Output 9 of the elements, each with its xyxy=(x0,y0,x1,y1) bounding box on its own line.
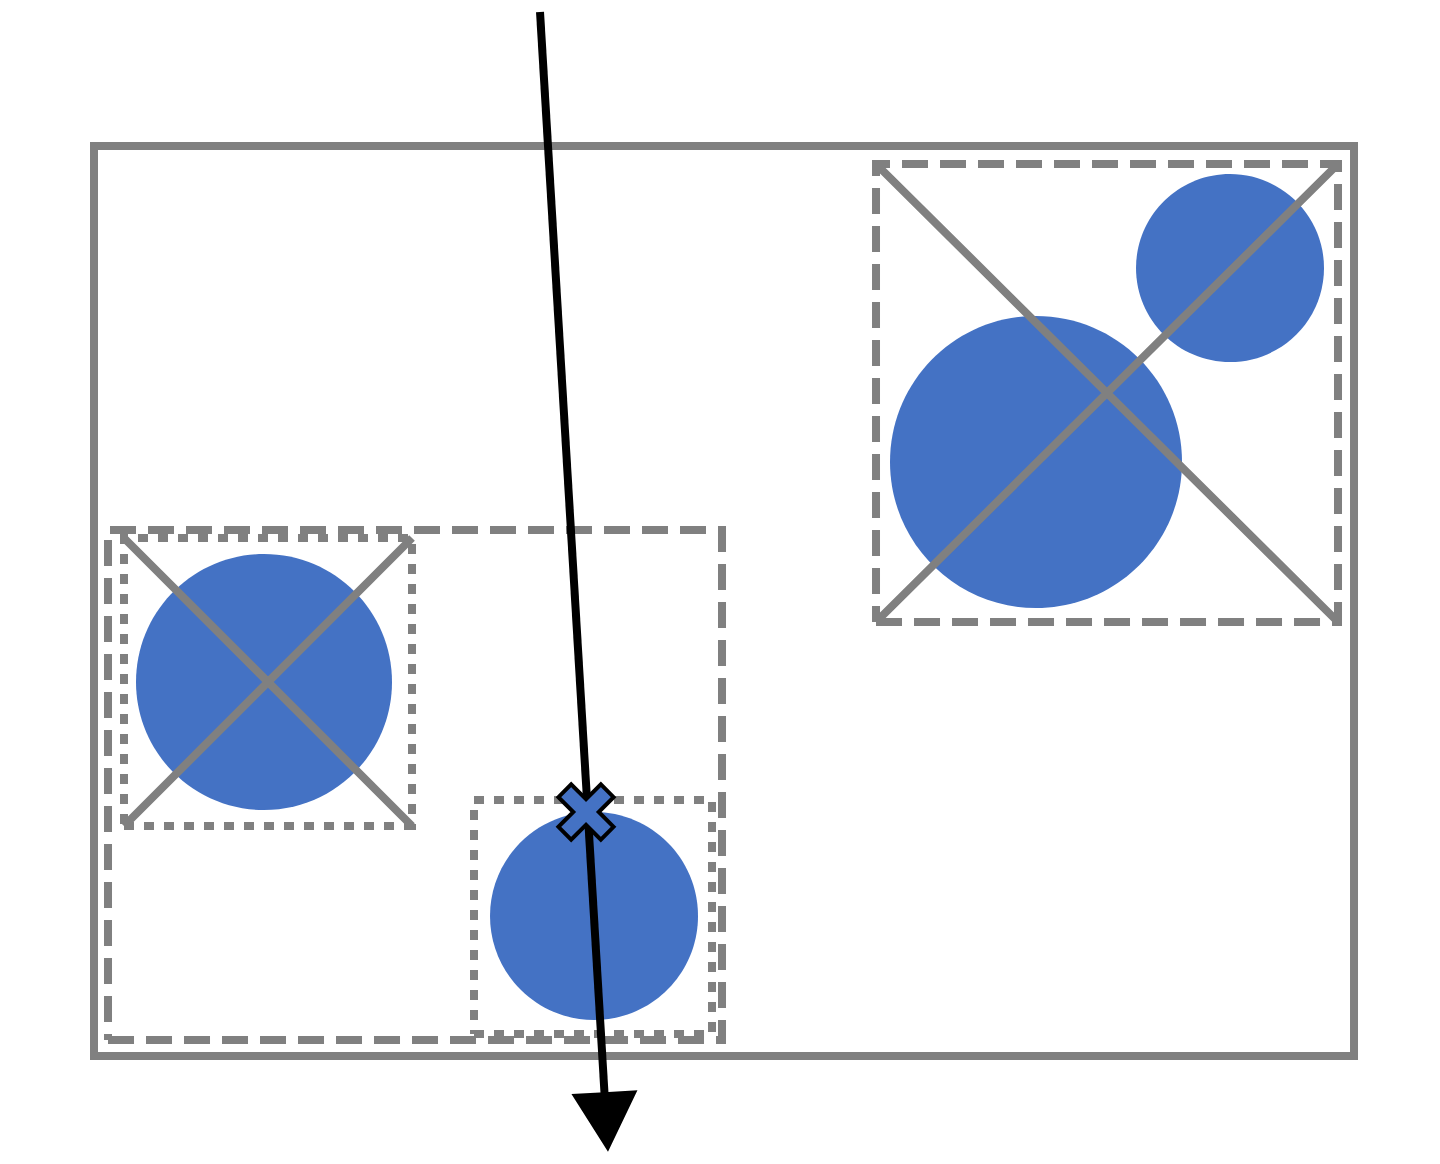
circle xyxy=(890,316,1182,608)
circle xyxy=(490,812,698,1020)
circle xyxy=(136,554,392,810)
bounding-box xyxy=(470,796,716,1038)
circle xyxy=(1136,174,1324,362)
scene-frame xyxy=(90,142,1358,1060)
bounding-box xyxy=(104,526,726,1044)
bounding-box xyxy=(872,160,1342,626)
bounding-box xyxy=(120,534,416,830)
